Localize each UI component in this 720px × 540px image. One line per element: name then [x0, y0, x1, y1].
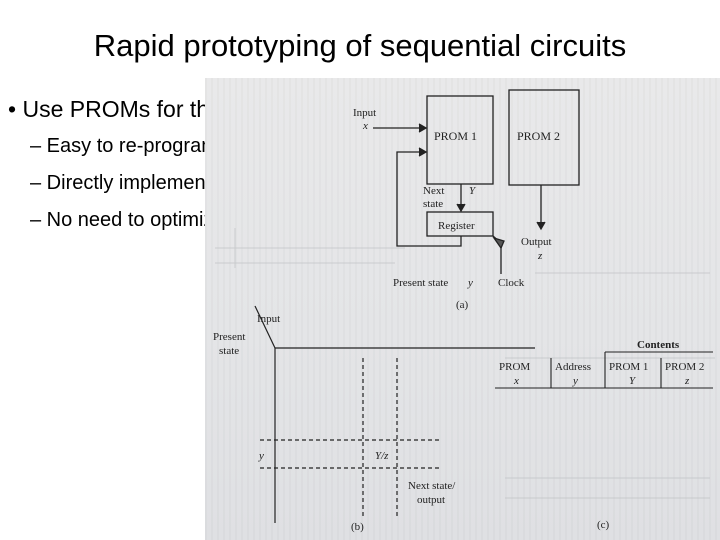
- textbook-figure: Input x PROM 1 PROM 2 Next state Y Regis…: [213, 89, 715, 533]
- register-label: Register: [438, 220, 475, 232]
- output-label-b: output: [417, 494, 445, 506]
- output-var: z: [537, 250, 543, 262]
- state-label-b: state: [219, 345, 239, 357]
- scanned-figure-background: [205, 78, 720, 540]
- figure-a-labels: Input x PROM 1 PROM 2 Next state Y Regis…: [353, 107, 560, 311]
- figure-c-table: [495, 351, 713, 389]
- present-y-label: y: [467, 277, 473, 289]
- figure-b-labels: Input Present state y Y/z Next state/ ou…: [213, 313, 456, 533]
- bleed-through-marks: [215, 228, 715, 499]
- caption-a: (a): [456, 299, 469, 311]
- clock-label: Clock: [498, 277, 525, 289]
- figure-a-block-diagram: [373, 89, 580, 274]
- col-address: Address: [555, 361, 591, 373]
- prom1-box: [426, 95, 494, 185]
- state-label: state: [423, 198, 443, 210]
- yz-label-b: Y/z: [375, 450, 389, 462]
- prom2-label: PROM 2: [517, 129, 560, 143]
- present-state-line: [396, 151, 462, 247]
- next-label: Next: [423, 185, 444, 197]
- slide-title: Rapid prototyping of sequential circuits: [93, 28, 627, 63]
- contents-header: Contents: [637, 339, 680, 351]
- y-label-b: y: [258, 450, 264, 462]
- prom1-label: PROM 1: [434, 129, 477, 143]
- diagonal-line: [254, 305, 276, 349]
- col-prom2: PROM 2: [665, 361, 704, 373]
- register-box: [426, 211, 494, 237]
- var-Y: Y: [629, 375, 637, 387]
- present-label-b: Present: [213, 331, 245, 343]
- caption-c: (c): [597, 519, 610, 531]
- var-x: x: [513, 375, 519, 387]
- sub-bullet: – No need to optimize: [30, 209, 225, 231]
- bullet-marker: •: [8, 96, 17, 122]
- output-label: Output: [521, 236, 552, 248]
- present-state-label: Present state: [393, 277, 448, 289]
- input-label-b: Input: [257, 313, 280, 325]
- col-prom: PROM: [499, 361, 530, 373]
- col-prom1: PROM 1: [609, 361, 648, 373]
- input-label: Input: [353, 107, 376, 119]
- prom2-box: [508, 89, 580, 186]
- figure-c-labels: Contents PROM Address PROM 1 PROM 2 x y …: [499, 339, 704, 531]
- y-upper-label: Y: [469, 185, 477, 197]
- next-state-label-b: Next state/: [408, 480, 456, 492]
- figure-b-map: [254, 305, 535, 523]
- var-z: z: [684, 375, 690, 387]
- var-y: y: [572, 375, 578, 387]
- sub-bullet: – Easy to re-program: [30, 135, 218, 157]
- caption-b: (b): [351, 521, 364, 533]
- scan-texture: [205, 78, 720, 540]
- input-var: x: [362, 120, 368, 132]
